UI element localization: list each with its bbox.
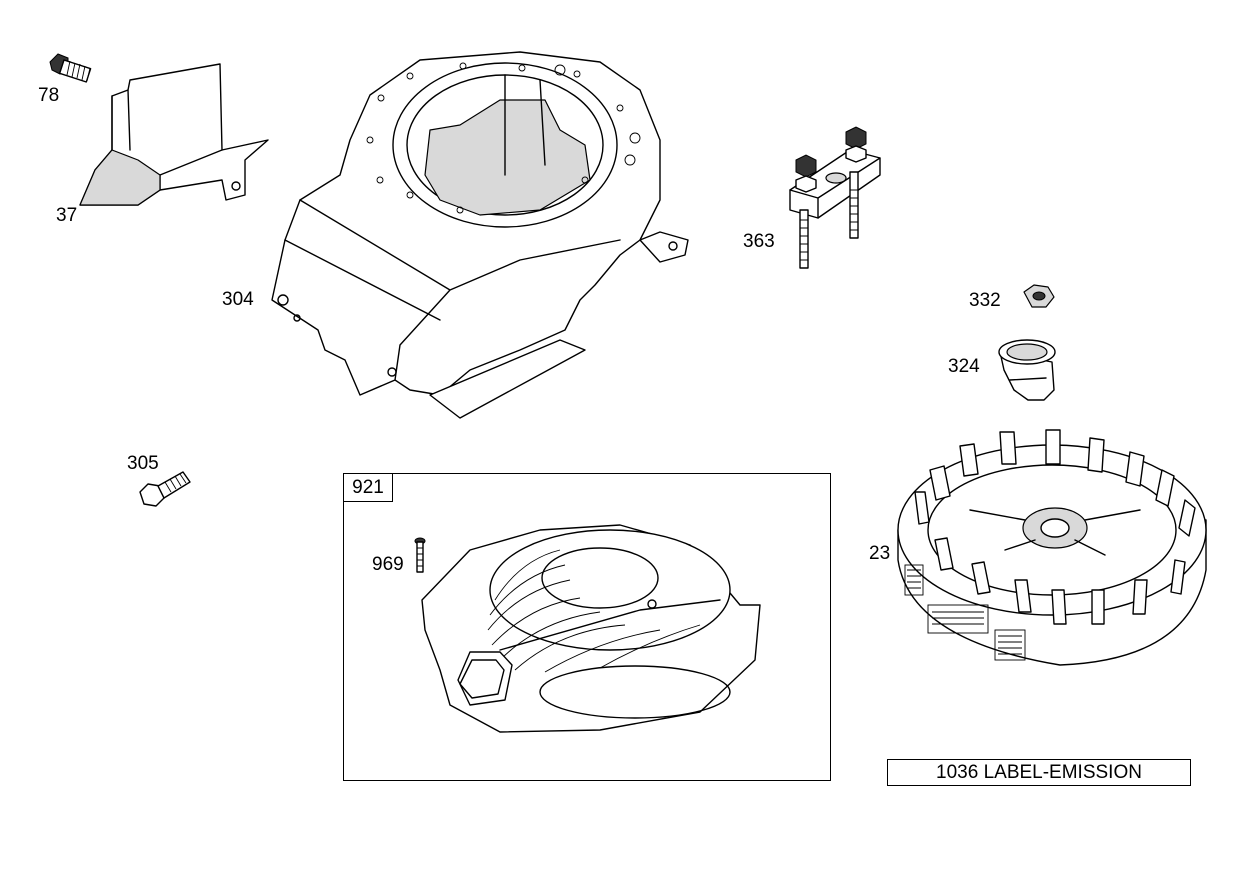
bolt-305-drawing (139, 471, 191, 507)
screw-969-drawing (414, 537, 426, 573)
bracket-363-drawing (789, 126, 881, 269)
callout-332: 332 (969, 290, 1001, 311)
callout-23: 23 (869, 543, 891, 564)
callout-324: 324 (948, 356, 980, 377)
callout-969: 969 (372, 554, 404, 575)
cup-324-drawing (998, 339, 1056, 401)
callout-304: 304 (222, 289, 254, 310)
screw-78-drawing (49, 53, 92, 83)
callout-305: 305 (127, 453, 159, 474)
shield-37-drawing (79, 63, 269, 206)
kit-921-box (343, 473, 831, 781)
callout-363: 363 (743, 231, 775, 252)
kit-921-tag: 921 (343, 473, 393, 502)
callout-78: 78 (38, 85, 60, 106)
emission-label-box: 1036 LABEL-EMISSION (887, 759, 1191, 786)
callout-37: 37 (56, 205, 78, 226)
flywheel-23-drawing (897, 429, 1207, 666)
blower-housing-304-drawing (271, 51, 689, 419)
cover-921-drawing (421, 524, 761, 733)
nut-332-drawing (1023, 284, 1055, 308)
